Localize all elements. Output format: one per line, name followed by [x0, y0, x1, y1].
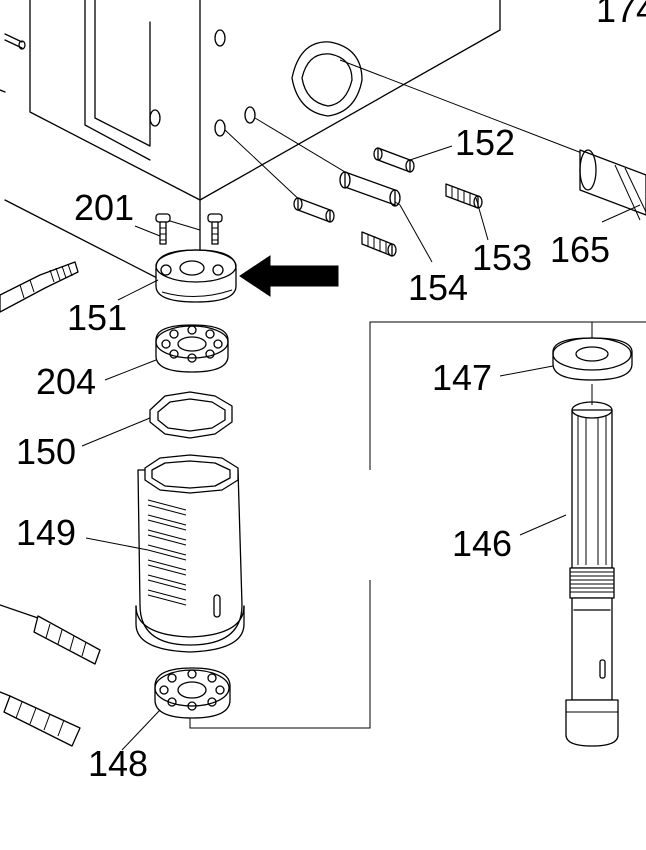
- setscrew-153: [445, 183, 483, 209]
- pointer-arrow: [239, 255, 339, 297]
- leader-149: [85, 537, 149, 551]
- leader-148: [121, 709, 161, 751]
- pin-lower: [293, 197, 335, 223]
- label-165: 165: [550, 229, 610, 270]
- shaft-165: [579, 149, 646, 221]
- label-154: 154: [408, 267, 468, 308]
- screw-201-right: [207, 213, 223, 245]
- leader-151: [117, 279, 159, 301]
- leader-204: [104, 359, 157, 381]
- tool-lower-left: [0, 691, 81, 747]
- setscrew-lower: [361, 231, 397, 257]
- label-201: 201: [74, 187, 134, 228]
- leader-146: [519, 514, 567, 536]
- label-146: 146: [452, 523, 512, 564]
- label-148: 148: [88, 743, 148, 784]
- leader-152: [409, 145, 453, 161]
- bearing-148: [154, 667, 231, 719]
- pin-152: [373, 147, 415, 173]
- leader-201: [134, 225, 161, 237]
- label-149: 149: [16, 512, 76, 553]
- leader-165: [601, 204, 641, 223]
- label-147: 147: [432, 357, 492, 398]
- leader-154: [399, 204, 433, 263]
- threaded-shaft-left: [0, 261, 79, 313]
- label-151: 151: [67, 297, 127, 338]
- label-150: 150: [16, 431, 76, 472]
- label-153: 153: [472, 237, 532, 278]
- tool-upper-left: [0, 604, 101, 665]
- leader-150: [81, 417, 151, 447]
- washer-147: [552, 337, 633, 381]
- label-152: 152: [455, 122, 515, 163]
- label-174: 174: [596, 0, 646, 30]
- leader-153: [475, 197, 489, 241]
- bearing-204: [155, 324, 229, 373]
- cylinder-149: [135, 454, 245, 653]
- label-204: 204: [36, 361, 96, 402]
- collar-151: [155, 249, 237, 303]
- ring-150: [149, 391, 233, 439]
- assembly-bracket: [189, 321, 646, 729]
- leader-147: [499, 365, 554, 377]
- pin-154: [339, 171, 401, 207]
- screw-201-left: [155, 213, 171, 245]
- spindle-146: [565, 401, 619, 747]
